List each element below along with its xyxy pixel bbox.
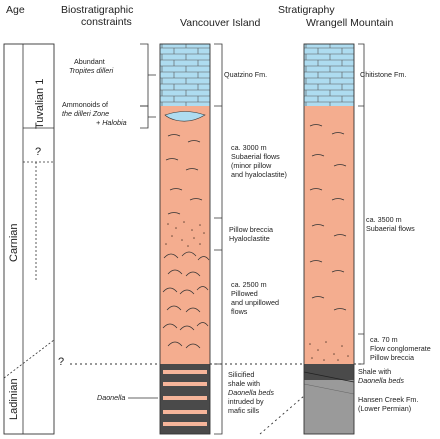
wrangell-subaerial-line1: ca. 3500 m bbox=[366, 215, 402, 224]
wrangell-labels: Chitistone Fm. ca. 3500 m Subaerial flow… bbox=[358, 70, 431, 413]
daonella-label: Daonella bbox=[97, 393, 125, 402]
header-biostrat-line1: Biostratigraphic bbox=[61, 4, 133, 16]
wrangell-shale-line1: Shale with bbox=[358, 367, 391, 376]
quatzino-label: Quatzino Fm. bbox=[224, 70, 267, 79]
age-question-mark: ? bbox=[35, 146, 41, 158]
wrangell-shale bbox=[304, 364, 354, 380]
pillowed-line4: flows bbox=[231, 307, 248, 316]
vancouver-flow-marks bbox=[165, 134, 203, 215]
pillow-breccia-line2: Hyaloclastite bbox=[229, 234, 270, 243]
quatzino-limestone bbox=[160, 44, 210, 106]
hansen-creek-permian bbox=[304, 380, 354, 434]
vancouver-shale bbox=[160, 364, 210, 434]
hansen-line1: Hansen Creek Fm. bbox=[358, 395, 418, 404]
shale-line3: Daonella beds bbox=[228, 388, 274, 397]
shale-line5: mafic sills bbox=[228, 406, 260, 415]
shale-line2: shale with bbox=[228, 379, 260, 388]
subaerial-line2: Subaerial flows bbox=[231, 152, 280, 161]
ammonoids-line1: Ammonoids of bbox=[62, 100, 108, 109]
carnian-label: Carnian bbox=[8, 223, 20, 262]
ladinian-label: Ladinian bbox=[8, 378, 20, 420]
vancouver-labels: Quatzino Fm. ca. 3000 m Subaerial flows … bbox=[224, 70, 287, 415]
pillow-breccia-line1: Pillow breccia bbox=[229, 225, 273, 234]
ammonoids-line2: the dilleri Zone bbox=[62, 109, 109, 118]
wrangell-flow-marks bbox=[309, 124, 347, 311]
tropites-line1: Abundant bbox=[74, 57, 105, 66]
subaerial-line1: ca. 3000 m bbox=[231, 143, 267, 152]
header-stratigraphy: Stratigraphy bbox=[278, 4, 335, 16]
shale-line1: Silicified bbox=[228, 370, 254, 379]
wrangell-column bbox=[210, 43, 365, 435]
wrangell-conglomerate bbox=[304, 334, 354, 364]
subaerial-line3: (minor pillow bbox=[231, 161, 272, 170]
vancouver-breccia bbox=[165, 221, 205, 247]
conglomerate-line3: Pillow breccia bbox=[370, 353, 414, 362]
conglomerate-line1: ca. 70 m bbox=[370, 335, 398, 344]
wrangell-shale-line2: Daonella beds bbox=[358, 376, 404, 385]
shale-line4: intruded by bbox=[228, 397, 264, 406]
ammonoids-line3: + Halobia bbox=[96, 118, 127, 127]
biostrat-question-mark: ? bbox=[58, 356, 64, 368]
vancouver-basalt bbox=[160, 106, 210, 364]
header-biostrat-line2: constraints bbox=[81, 16, 132, 28]
headers: Age Biostratigraphic constraints Stratig… bbox=[6, 4, 394, 29]
wrangell-conglomerate-dots bbox=[309, 341, 349, 361]
subaerial-line4: and hyaloclastite) bbox=[231, 170, 287, 179]
vancouver-pillows bbox=[162, 251, 210, 349]
header-vancouver: Vancouver Island bbox=[180, 17, 261, 29]
biostrat-constraints: Abundant Tropites dilleri Ammonoids of t… bbox=[58, 43, 160, 402]
chitistone-limestone bbox=[304, 44, 354, 106]
pillowed-line1: ca. 2500 m bbox=[231, 280, 267, 289]
header-age: Age bbox=[6, 4, 25, 16]
conglomerate-line2: Flow conglomerate bbox=[370, 344, 431, 353]
hansen-line2: (Lower Permian) bbox=[358, 404, 411, 413]
vancouver-column bbox=[159, 43, 223, 435]
wrangell-basalt bbox=[304, 106, 354, 334]
header-wrangell: Wrangell Mountain bbox=[306, 17, 394, 29]
tuvalian-label: Tuvalian 1 bbox=[34, 79, 46, 129]
wrangell-subaerial-line2: Subaerial flows bbox=[366, 224, 415, 233]
pillowed-line2: Pillowed bbox=[231, 289, 258, 298]
age-column: Tuvalian 1 ? Carnian Ladinian bbox=[3, 43, 55, 435]
pillowed-line3: and unpillowed bbox=[231, 298, 279, 307]
tropites-line2: Tropites dilleri bbox=[69, 66, 114, 75]
chitistone-label: Chitistone Fm. bbox=[360, 70, 406, 79]
